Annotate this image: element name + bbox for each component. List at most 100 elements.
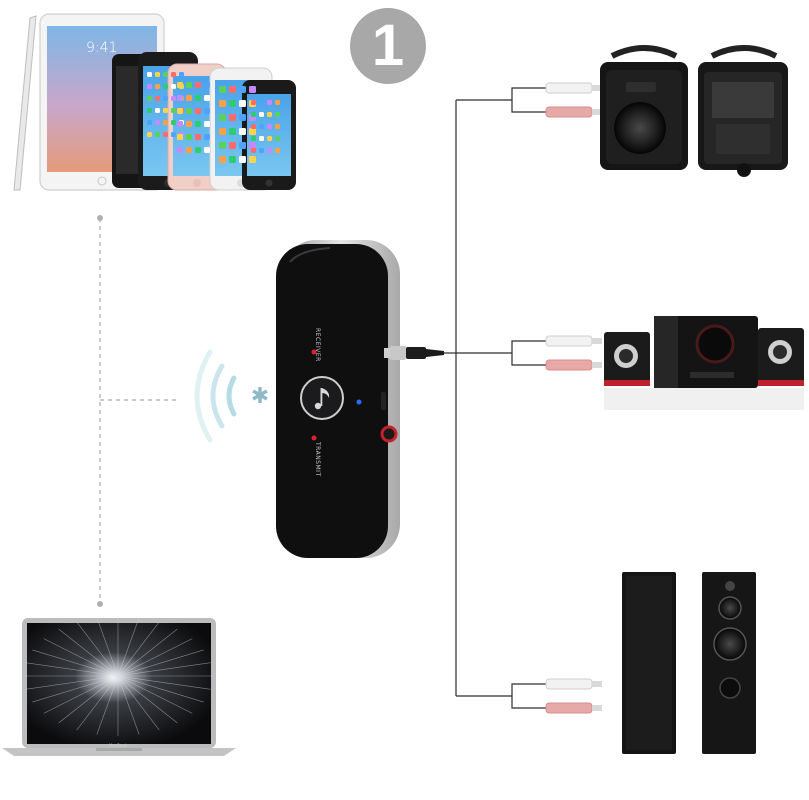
app-icon [239,128,246,135]
app-icon [163,108,168,113]
app-icon [259,148,264,153]
led-receiver [311,349,317,355]
wallpaper-ray [117,675,204,703]
app-icon [251,148,256,153]
wallpaper-ray [96,675,119,735]
rca-plug-white [545,82,593,94]
app-icon [186,108,192,114]
bookshelf-speaker-left [604,332,650,386]
phone-black-3 [242,80,296,190]
app-icon [147,84,152,89]
app-icon [267,148,272,153]
wallpaper-ray [117,675,178,724]
wallpaper-ray [117,617,140,677]
app-icon [259,136,264,141]
app-icon [219,156,226,163]
pa-speaker-back [698,45,788,177]
app-icon [177,147,183,153]
app-icon [267,124,272,129]
rca-split-wire [511,683,548,709]
tablet-side-view [13,15,37,191]
app-icon [171,120,176,125]
app-icon [163,132,168,137]
app-icon [195,147,201,153]
micro-usb-port [381,392,386,410]
wallpaper-ray [117,638,193,677]
app-icon [195,134,201,140]
app-icon [275,148,280,153]
rca-connector-sets [511,82,602,714]
app-icon [204,121,210,127]
rca-tip-white [592,85,602,91]
app-icon [249,156,256,163]
app-icon [204,82,210,88]
app-icon [251,100,256,105]
app-icon [219,100,226,107]
app-icon [219,114,226,121]
wallpaper-ray [117,662,211,677]
app-icon [275,112,280,117]
app-icon [163,120,168,125]
app-icon [171,96,176,101]
rca-plug-white [545,335,593,347]
app-icon [204,134,210,140]
app-icon [229,86,236,93]
app-icon [239,156,246,163]
app-icon [204,108,210,114]
app-icon [155,96,160,101]
wallpaper-ray [58,628,119,677]
signal-waves-icon [194,349,237,443]
app-icon [171,72,176,77]
app-icon [239,142,246,149]
speaker-reflection [604,388,804,410]
rca-tip-white [592,338,602,344]
app-icon [171,132,176,137]
app-icon [179,72,184,77]
app-icon [155,72,160,77]
rca-plug-white [545,678,593,690]
app-icon [177,95,183,101]
app-icon [177,82,183,88]
wallpaper-ray [117,675,160,731]
link-node-bottom [97,601,103,607]
transmit-label: TRANSMIT [314,442,321,477]
app-icon [147,72,152,77]
app-icon [186,134,192,140]
output-cable [444,99,512,697]
app-icon [219,142,226,149]
app-icon [163,84,168,89]
app-icon [195,121,201,127]
pa-speaker-front [600,45,688,170]
app-icon [147,132,152,137]
app-icon [204,147,210,153]
app-icon [275,124,280,129]
wallpaper-ray [25,675,119,690]
app-icon [204,95,210,101]
app-icon [177,134,183,140]
wallpaper-ray [117,675,193,714]
app-icon [147,120,152,125]
led-status-blue [356,399,362,405]
laptop-brand-label: MacBook [108,743,128,748]
rca-plug-red [545,106,593,118]
app-icon [186,121,192,127]
aux-plug-icon [384,346,444,360]
app-icon [155,84,160,89]
wallpaper-ray [32,675,119,703]
step-number-badge: 1 [350,8,426,84]
wallpaper-ray [43,675,119,714]
app-icon [147,108,152,113]
wallpaper-ray [117,675,211,690]
rca-tip-red [592,705,602,711]
app-icon [177,108,183,114]
app-icon [155,132,160,137]
app-icon [177,121,183,127]
app-icon [251,124,256,129]
rca-tip-white [592,681,602,687]
wallpaper-ray [25,662,119,677]
app-icon [229,114,236,121]
app-icon [259,124,264,129]
app-icon [267,100,272,105]
app-icon [239,86,246,93]
